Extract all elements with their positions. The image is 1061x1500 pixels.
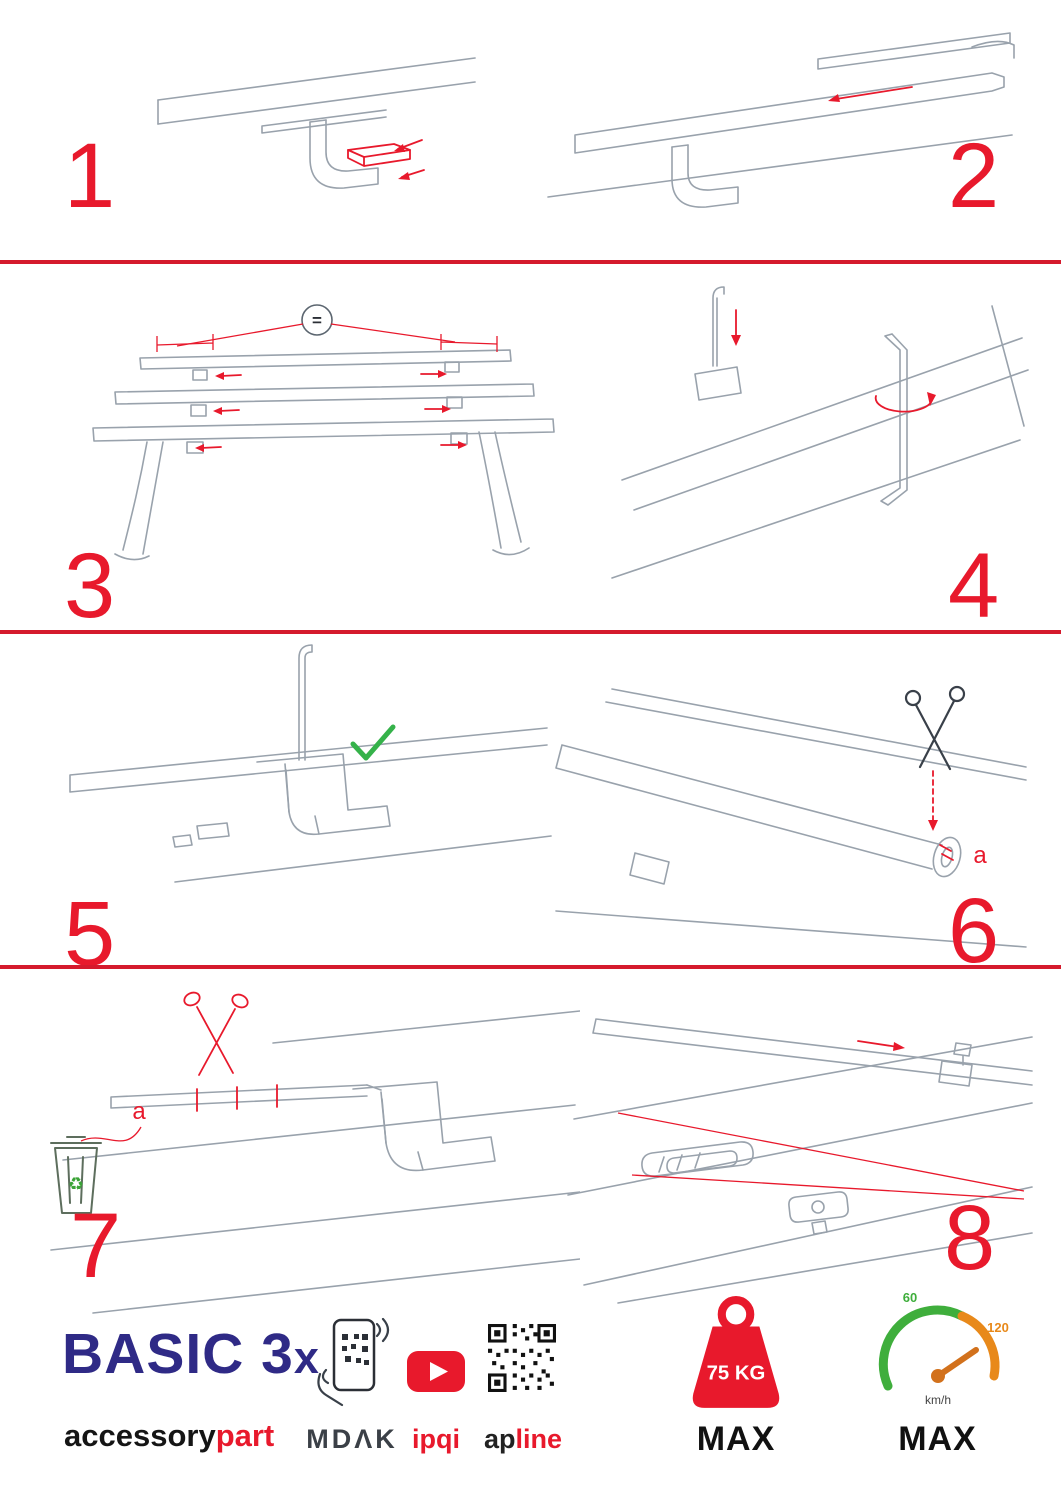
step6-illustration-cut-strip: a	[555, 685, 1027, 948]
partner-mdak: MDΛK	[306, 1424, 398, 1454]
speed-max-label: MAX	[898, 1420, 977, 1458]
section-divider	[0, 260, 1061, 264]
product-qty: x	[293, 1332, 320, 1383]
weight-max-label: MAX	[696, 1420, 776, 1458]
weight-value: 75 KG	[707, 1362, 766, 1384]
step4-illustration-allen-key	[611, 286, 1029, 579]
step-number-5: 5	[64, 883, 116, 985]
step5-illustration-check	[69, 644, 552, 883]
section-divider	[0, 965, 1061, 969]
trash-bin-icon: ♻	[50, 1136, 102, 1214]
brand-logo: accessorypart	[64, 1420, 274, 1451]
scissors-icon	[183, 991, 249, 1076]
scissors-icon	[904, 685, 966, 771]
step-number-6: 6	[948, 880, 1000, 982]
step-number-7: 7	[70, 1195, 122, 1297]
step-number-4: 4	[948, 535, 1000, 637]
step8-illustration-adapters	[567, 1018, 1033, 1304]
partner-ap: ap	[483, 1424, 516, 1454]
step7-illustration-trim-discard: a ♻	[50, 991, 580, 1314]
cut-marks	[196, 1084, 278, 1112]
step1-illustration-clamp-pad	[157, 57, 476, 189]
slide-direction-arrow	[828, 86, 913, 102]
alignment-guides	[617, 1040, 1025, 1200]
step-number-2: 2	[948, 125, 1000, 227]
recycle-icon: ♻	[68, 1174, 84, 1194]
section-divider	[0, 630, 1061, 634]
step-number-8: 8	[944, 1187, 996, 1289]
check-icon	[350, 724, 396, 761]
qr-code	[488, 1324, 556, 1392]
step2-illustration-bar-slide	[547, 32, 1015, 208]
speed-high-label: 120	[987, 1320, 1009, 1335]
insert-arrow	[731, 309, 741, 346]
speed-unit-label: km/h	[925, 1393, 951, 1407]
slide-arrows	[195, 370, 467, 452]
step-number-3: 3	[64, 535, 116, 637]
discard-leader-line	[80, 1126, 142, 1142]
partner-line: line	[515, 1424, 563, 1454]
dimension-lines	[156, 323, 498, 352]
equal-spacing-badge	[301, 304, 333, 336]
rotate-arrow	[874, 392, 936, 413]
brand-black: accessory	[64, 1418, 216, 1453]
phone-qr-pattern	[342, 1334, 369, 1365]
part-label-a: a	[973, 842, 987, 869]
step3-illustration-equal-spacing: =	[92, 304, 555, 561]
youtube-icon	[407, 1351, 465, 1392]
partner-apline: apline	[478, 1426, 568, 1453]
rubber-pad-highlight	[347, 139, 425, 180]
cut-line	[928, 770, 954, 861]
part-label-a: a	[132, 1098, 146, 1125]
partner-ipqi: ipqi	[412, 1424, 460, 1454]
allen-key	[880, 333, 908, 506]
step-number-1: 1	[64, 125, 116, 227]
max-weight-icon: 75 KG	[692, 1296, 780, 1408]
phone-qr-scan-icon	[317, 1317, 390, 1407]
brand-red: part	[215, 1418, 275, 1453]
speedometer-icon: 60 120 km/h	[878, 1290, 1009, 1407]
speed-low-label: 60	[903, 1290, 917, 1305]
equal-sign: =	[312, 311, 322, 330]
product-name: BASIC 3x	[62, 1322, 320, 1386]
